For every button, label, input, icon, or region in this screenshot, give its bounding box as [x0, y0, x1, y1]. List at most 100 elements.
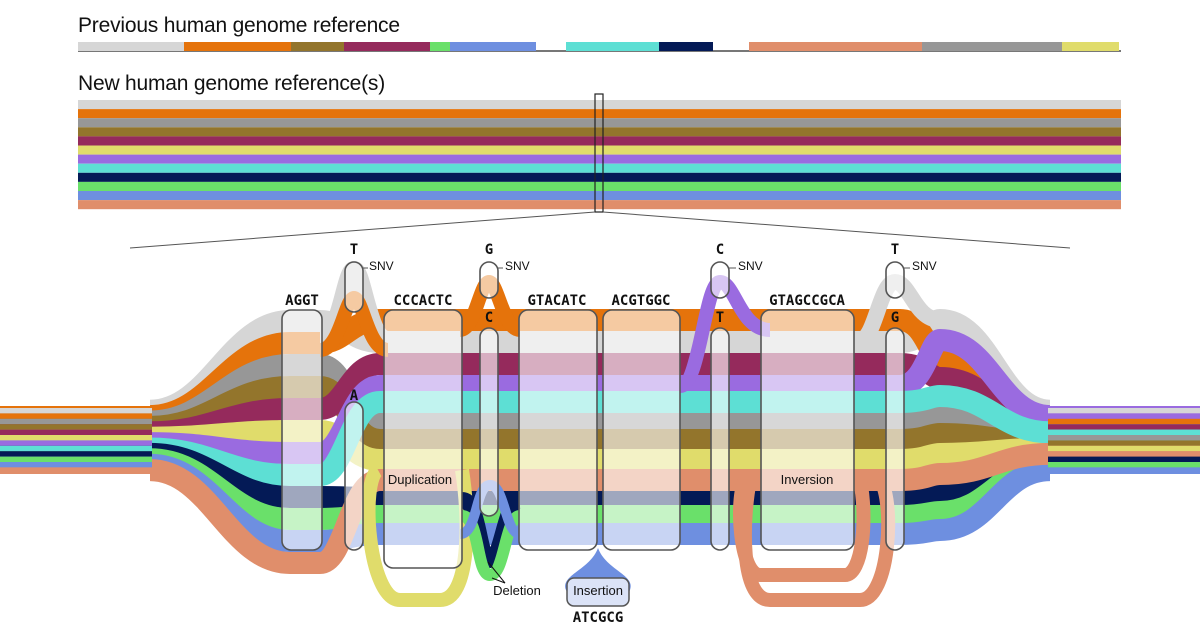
thin-right-purple	[1048, 413, 1200, 419]
snv1-top-base: T	[350, 242, 358, 258]
snv2-label: SNV	[505, 259, 530, 273]
haplotype-bar-green	[78, 181, 1121, 191]
snv3-label: SNV	[738, 259, 763, 273]
thin-left-orange	[0, 413, 152, 419]
mask-right-bottom	[1050, 474, 1200, 574]
zoom-line-left	[129, 211, 596, 249]
node-acgtggc	[602, 309, 681, 551]
previous-segment-blue	[450, 42, 536, 51]
mask-left-top	[0, 300, 150, 406]
thin-right-yellow	[1048, 445, 1200, 452]
thin-left-gray	[0, 418, 152, 425]
mask-right-top	[1050, 300, 1200, 406]
deletion-pointer-1	[487, 561, 506, 584]
snv1-top-node	[344, 261, 364, 313]
haplotype-bar-yellow	[78, 145, 1121, 155]
thin-right-salmon	[1048, 451, 1200, 457]
node-label-acgtggc: ACGTGGC	[611, 293, 670, 309]
thin-left-yellow	[0, 435, 152, 441]
new-reference-bars	[78, 100, 1121, 210]
snv2-top-base: G	[485, 242, 493, 258]
previous-segment-green	[430, 42, 450, 51]
deletion-pointer-2	[491, 577, 506, 584]
deletion-label: Deletion	[493, 583, 541, 598]
snv1-bottom-base: A	[350, 388, 359, 404]
sequence-nodes	[281, 261, 910, 569]
snv4-top-node	[885, 261, 905, 299]
previous-segment-maroon	[344, 42, 430, 51]
snv2-top-node	[479, 261, 499, 299]
haplotype-bar-lightgray	[78, 100, 1121, 110]
node-gtacatc	[518, 309, 598, 551]
insertion-sequence: ATCGCG	[573, 610, 624, 626]
thin-right-olive	[1048, 440, 1200, 446]
thin-left-salmon	[0, 467, 152, 473]
thin-left-olive	[0, 424, 152, 430]
inversion-label: Inversion	[781, 472, 834, 487]
zoom-window-marker	[594, 93, 604, 213]
thin-left-cyan	[0, 445, 152, 452]
thin-left-green	[0, 456, 152, 462]
snv3-bottom-base: T	[716, 310, 724, 326]
haplotype-ribbons	[0, 260, 1200, 574]
node-cccactc	[383, 309, 463, 569]
haplotype-bar-salmon	[78, 200, 1121, 210]
snv4-top-base: T	[891, 242, 899, 258]
previous-reference-title: Previous human genome reference	[78, 14, 400, 37]
insertion-node	[566, 577, 630, 607]
thin-right-blue	[1048, 467, 1200, 473]
previous-segment-navy	[659, 42, 713, 51]
snv4-bottom-base: G	[891, 310, 899, 326]
haplotype-bar-orange	[78, 109, 1121, 119]
previous-segment-lightgray	[78, 42, 184, 51]
node-gtagccgca	[760, 309, 855, 551]
thin-left-blue	[0, 462, 152, 468]
insertion-label: Insertion	[573, 583, 623, 598]
node-label-aggt: AGGT	[285, 293, 319, 309]
haplotype-bar-gray	[78, 118, 1121, 128]
snv1-bottom-node	[344, 401, 364, 551]
haplotype-bar-olive	[78, 127, 1121, 137]
zoom-callout-lines	[129, 211, 1071, 249]
haplotype-bar-blue	[78, 191, 1121, 201]
ribbon-cyan	[0, 384, 1200, 486]
snv3-bottom-node	[710, 327, 730, 551]
duplication-label: Duplication	[388, 472, 452, 487]
thin-left-maroon	[0, 429, 152, 435]
snv4-bottom-node	[885, 327, 905, 551]
thin-left-lightgray	[0, 408, 152, 414]
thin-left-navy	[0, 451, 152, 457]
mask-left-bottom	[0, 474, 150, 574]
node-label-gtacatc: GTACATC	[527, 293, 586, 309]
zoom-line-right	[602, 211, 1071, 249]
previous-segment-olive	[291, 42, 344, 51]
thin-right-cyan	[1048, 429, 1200, 435]
snv4-label: SNV	[912, 259, 937, 273]
previous-segment-cyan	[566, 42, 659, 51]
previous-segment-orange	[184, 42, 291, 51]
thin-right-green	[1048, 462, 1200, 468]
thin-right-maroon	[1048, 424, 1200, 430]
previous-reference-bar	[78, 42, 1121, 52]
new-reference-title: New human genome reference(s)	[78, 72, 386, 95]
thin-right-lightgray	[1048, 408, 1200, 414]
structural-variant-loops	[361, 463, 896, 607]
node-aggt	[281, 309, 323, 551]
thin-right-gray	[1048, 435, 1200, 441]
haplotype-bar-navy	[78, 172, 1121, 182]
snv2-bottom-node	[479, 327, 499, 517]
ribbon-purple	[0, 328, 1200, 464]
snv2-bottom-base: C	[485, 310, 493, 326]
ribbon-olive	[0, 376, 1200, 455]
node-label-gtagccgca: GTAGCCGCA	[769, 293, 845, 309]
previous-segment-gray	[922, 42, 1062, 51]
snv3-top-node	[710, 261, 730, 299]
previous-segment-yellow	[1062, 42, 1119, 51]
haplotype-bar-purple	[78, 154, 1121, 164]
ribbon-yellow	[0, 420, 1200, 471]
snv3-top-base: C	[716, 242, 724, 258]
labels: AGGT CCCACTC GTACATC ACGTGGC GTAGCCGCA T…	[285, 242, 937, 626]
thin-right-orange	[1048, 418, 1200, 425]
haplotype-bar-maroon	[78, 136, 1121, 146]
